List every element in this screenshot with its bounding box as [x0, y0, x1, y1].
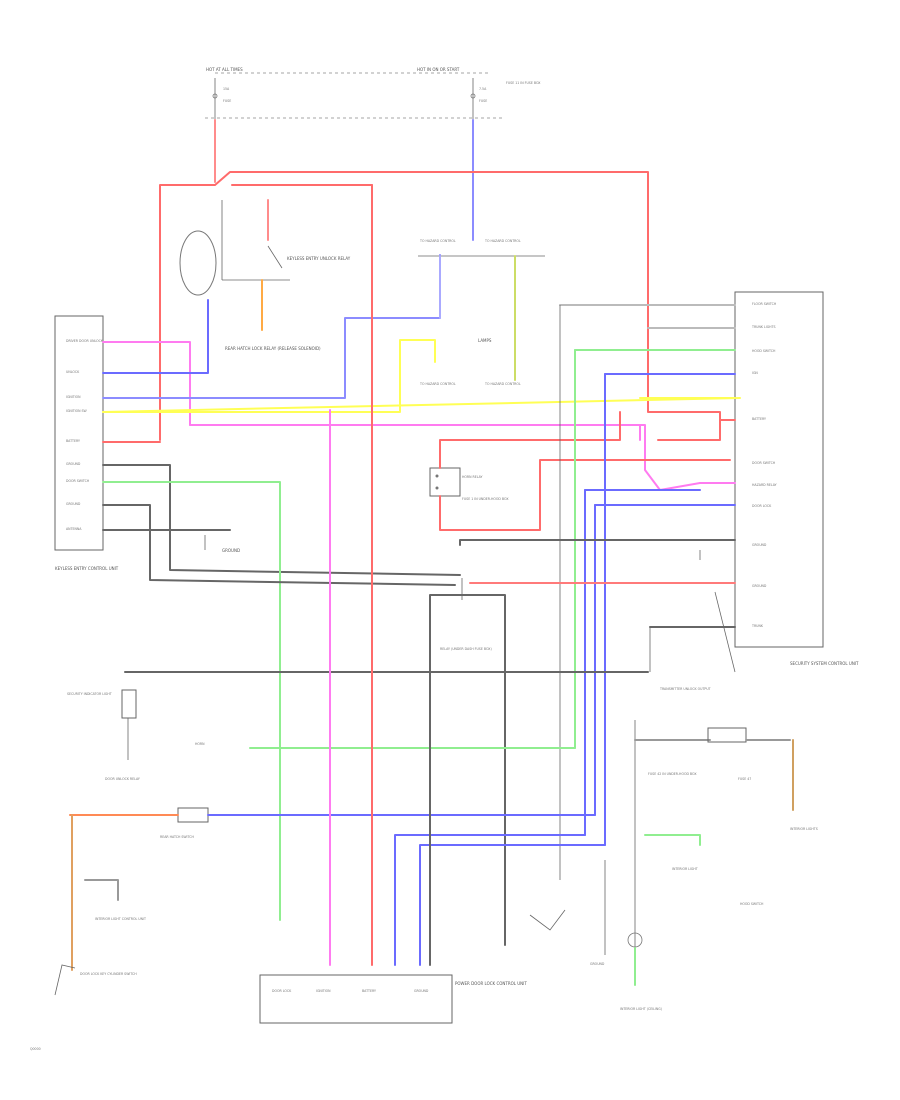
horn-relay: HORN RELAY FUSE 1 IN UNDER-HOOD BOX [429, 467, 509, 501]
left-pin-1: DRIVER DOOR UNLOCK [66, 339, 104, 343]
lamps-label: LAMPS [478, 338, 492, 343]
left-control-unit: DRIVER DOOR UNLOCK UNLOCK IGNITION IGNIT… [54, 315, 119, 571]
fuse-header: HOT AT ALL TIMES HOT IN ON OR START 15A … [205, 67, 541, 120]
center-relay: RELAY (UNDER DASH FUSE BOX) [429, 578, 506, 946]
hazard-lower-right-label: TO HAZARD CONTROL [484, 382, 521, 386]
fuse-header-right: HOT IN ON OR START [417, 67, 460, 72]
bottom-pin-2: IGNITION [316, 989, 331, 993]
bottom-pin-3: BATTERY [362, 989, 376, 993]
horn-fuse-label: FUSE 1 IN UNDER-HOOD BOX [462, 497, 509, 501]
unlock-left-label: DOOR UNLOCK RELAY [105, 777, 140, 781]
interior-light-circuit: FUSE 42 IN UNDER-HOOD BOX FUSE 47 INTERI… [620, 720, 818, 1011]
rear-hatch-switch-label: REAR HATCH SWITCH [160, 835, 194, 839]
horn-mid-label: HORN [195, 742, 205, 746]
right-pin-8: DOOR LOCK [752, 504, 772, 508]
right-bottom-module-label: INTERIOR LIGHT (CEILING) [620, 1007, 662, 1011]
left-pin-3: IGNITION [66, 395, 81, 399]
ground-label: GROUND [222, 548, 240, 553]
hazard-left-label: TO HAZARD CONTROL [419, 239, 456, 243]
left-pin-2: UNLOCK [66, 370, 80, 374]
power-door-lock-unit: DOOR LOCK IGNITION BATTERY GROUND POWER … [259, 974, 527, 1024]
bottom-pin-1: DOOR LOCK [272, 989, 292, 993]
keyless-unlock-relay-label: KEYLESS ENTRY UNLOCK RELAY [287, 256, 351, 261]
right-pin-2: TRUNK LIGHTS [751, 325, 776, 329]
bottom-ground-label: GROUND [590, 962, 605, 966]
right-pin-1: FLOOR SWITCH [752, 302, 777, 306]
center-lamp-section: TO HAZARD CONTROL TO HAZARD CONTROL LAMP… [418, 239, 545, 386]
rear-hatch-switch: REAR HATCH SWITCH [160, 807, 209, 839]
key-cylinder-switch: DOOR LOCK KEY CYLINDER SWITCH [54, 964, 137, 996]
left-pin-6: GROUND [66, 462, 81, 466]
horn-relay-label: HORN RELAY [462, 475, 483, 479]
power-door-lock-unit-label: POWER DOOR LOCK CONTROL UNIT [455, 981, 527, 986]
security-indicator-label: SECURITY INDICATOR LIGHT [67, 692, 112, 696]
right-pin-5: BATTERY [752, 417, 766, 421]
right-pin-9: GROUND [752, 543, 767, 547]
fuse-left-name: FUSE [223, 99, 231, 103]
interior-right-label: INTERIOR LIGHT [672, 867, 698, 871]
right-control-unit: FLOOR SWITCH TRUNK LIGHTS HOOD SWITCH IG… [734, 291, 859, 666]
fuse-header-left: HOT AT ALL TIMES [206, 67, 243, 72]
left-pin-4: IGNITION SW [66, 409, 88, 413]
security-indicator: SECURITY INDICATOR LIGHT DOOR UNLOCK REL… [67, 689, 140, 781]
key-cylinder-switch-label: DOOR LOCK KEY CYLINDER SWITCH [80, 972, 137, 976]
right-control-unit-label: SECURITY SYSTEM CONTROL UNIT [790, 661, 859, 666]
right-pin-6: DOOR SWITCH [752, 461, 776, 465]
bottom-pin-4: GROUND [414, 989, 429, 993]
hood-switch-label: HOOD SWITCH [740, 902, 764, 906]
left-pin-8: GROUND [66, 502, 81, 506]
right-pin-11: TRUNK [751, 624, 764, 628]
transmitter-label: TRANSMITTER UNLOCK OUTPUT [659, 687, 711, 691]
right-pin-7: HAZARD RELAY [752, 483, 777, 487]
hazard-lower-left-label: TO HAZARD CONTROL [419, 382, 456, 386]
right-fuse-lower-label: FUSE 42 IN UNDER-HOOD BOX [648, 772, 697, 776]
interior-light-left-label: INTERIOR LIGHT CONTROL UNIT [95, 917, 146, 921]
rear-lock-relay-label: REAR HATCH LOCK RELAY (RELEASE SOLENOID) [225, 346, 321, 351]
left-pin-9: ANTENNA [66, 527, 82, 531]
right-light-unit-label: FUSE 47 [738, 777, 751, 781]
right-pin-10: GROUND [752, 584, 767, 588]
right-pin-4: IGN [752, 371, 758, 375]
far-right-label: INTERIOR LIGHTS [790, 827, 818, 831]
left-control-unit-label: KEYLESS ENTRY CONTROL UNIT [55, 566, 119, 571]
fuse-right-name: FUSE [479, 99, 487, 103]
left-pin-5: BATTERY [66, 439, 80, 443]
fuse-right-rating: 7.5A [479, 87, 487, 91]
center-relay-label: RELAY (UNDER DASH FUSE BOX) [440, 647, 492, 651]
page-code: Q0000 [30, 1047, 41, 1051]
keyless-unlock-relay: KEYLESS ENTRY UNLOCK RELAY REAR HATCH LO… [179, 199, 351, 351]
left-pin-7: DOOR SWITCH [66, 479, 90, 483]
fuse-left-rating: 15A [223, 87, 230, 91]
right-pin-3: HOOD SWITCH [752, 349, 776, 353]
hazard-right-label: TO HAZARD CONTROL [484, 239, 521, 243]
fuse-right-note: FUSE 11 IN FUSE BOX [506, 81, 541, 85]
